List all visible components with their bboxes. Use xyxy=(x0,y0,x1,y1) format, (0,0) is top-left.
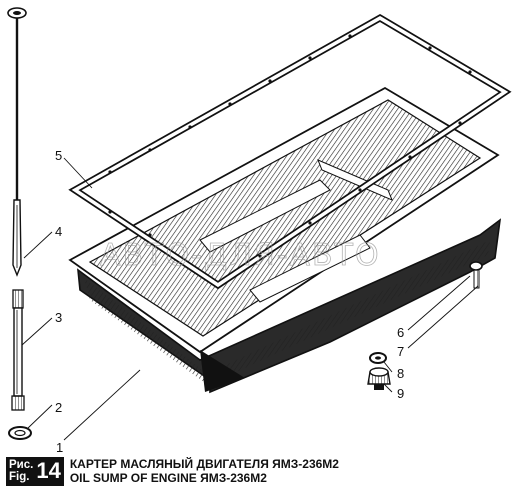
dipstick xyxy=(7,7,27,277)
figure-title-en: OIL SUMP OF ENGINE ЯМЗ-236М2 xyxy=(69,471,267,485)
callout-4: 4 xyxy=(55,224,62,239)
watermark: АВТО-ДЛЯ-АВТО xyxy=(100,238,381,273)
oil-sump-body xyxy=(68,86,502,394)
callout-9: 9 xyxy=(397,386,404,401)
gasket xyxy=(68,13,512,290)
figure-title-ru: КАРТЕР МАСЛЯНЫЙ ДВИГАТЕЛЯ ЯМЗ-236М2 xyxy=(69,457,339,471)
figure-label-box: Рис. Fig. 14 xyxy=(6,456,64,486)
drain-plug xyxy=(367,367,391,390)
callout-7: 7 xyxy=(397,344,404,359)
figure-label-en: Fig. xyxy=(9,471,30,483)
callout-1: 1 xyxy=(56,440,63,455)
figure-label-ru: Рис. xyxy=(9,459,34,471)
callout-5: 5 xyxy=(55,148,62,163)
washer xyxy=(8,426,32,440)
callout-2: 2 xyxy=(55,400,62,415)
figure-number: 14 xyxy=(36,458,61,483)
callout-8: 8 xyxy=(397,366,404,381)
dipstick-guide-tube xyxy=(11,289,25,411)
figure-titles: КАРТЕР МАСЛЯНЫЙ ДВИГАТЕЛЯ ЯМЗ-236М2 OIL … xyxy=(70,457,339,485)
callout-3: 3 xyxy=(55,310,62,325)
drain-plug-gasket xyxy=(369,352,387,364)
figure-label: Рис. Fig. xyxy=(9,459,33,483)
leader-lines xyxy=(21,157,479,441)
bolt xyxy=(469,261,483,289)
figure-caption: Рис. Fig. 14 КАРТЕР МАСЛЯНЫЙ ДВИГАТЕЛЯ Я… xyxy=(6,456,339,486)
callout-6: 6 xyxy=(397,325,404,340)
